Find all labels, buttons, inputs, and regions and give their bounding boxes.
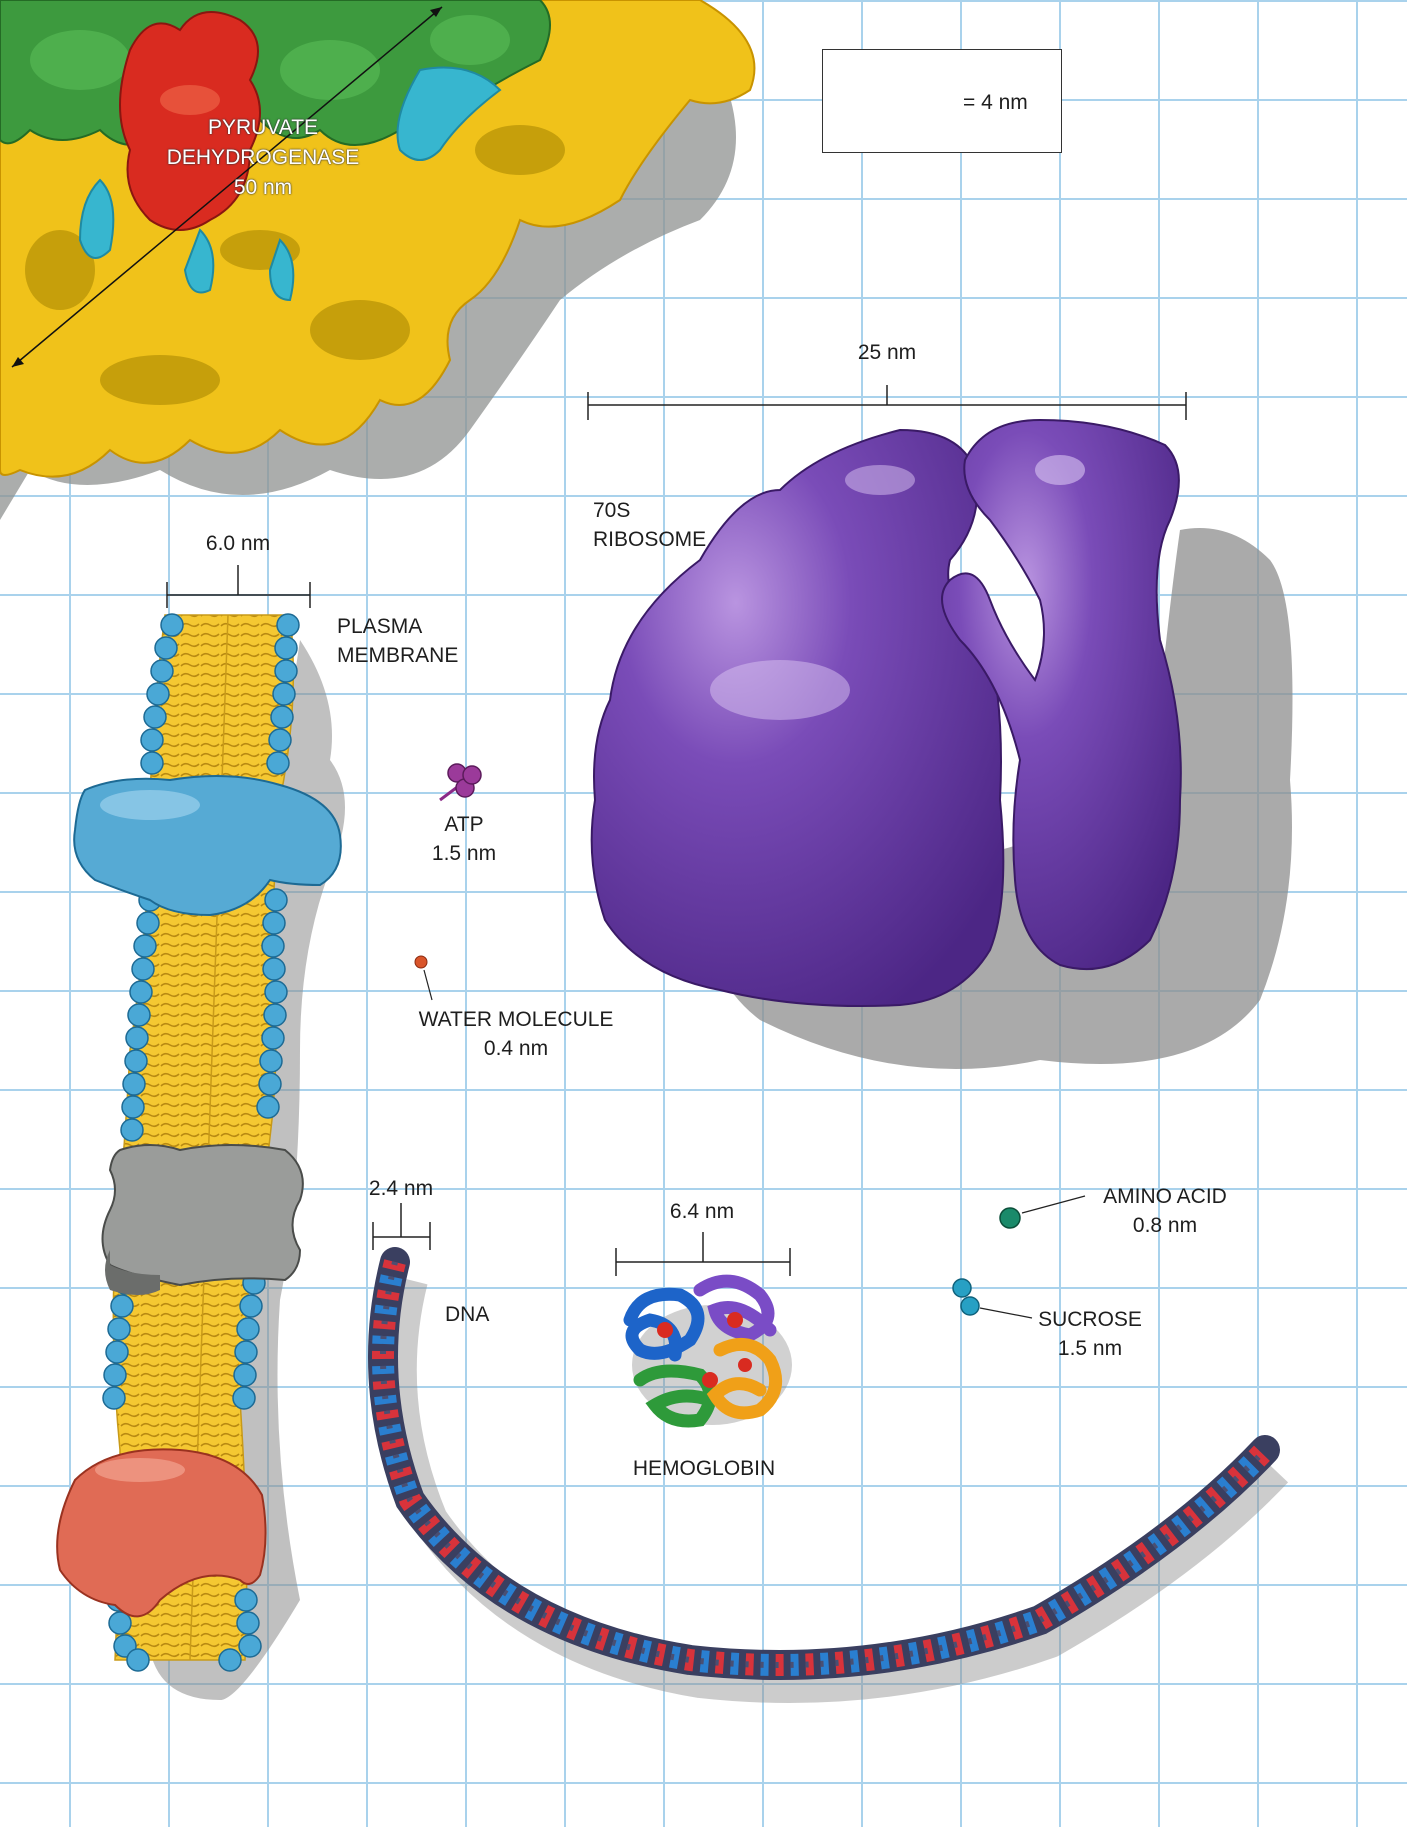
- ribosome-label: 70S RIBOSOME: [593, 496, 706, 554]
- amino-acid-label: AMINO ACID 0.8 nm: [1080, 1182, 1250, 1240]
- pyruvate-dehydrogenase-label: PYRUVATE DEHYDROGENASE 50 nm: [148, 113, 378, 203]
- hemoglobin-dimension-bar: [616, 1232, 790, 1276]
- atp-size: 1.5 nm: [414, 839, 514, 868]
- membrane-protein-gray: [103, 1145, 303, 1285]
- atp-molecule: [440, 764, 481, 800]
- hemoglobin-label: HEMOGLOBIN: [609, 1454, 799, 1483]
- sucrose-size: 1.5 nm: [1030, 1334, 1150, 1363]
- water-name: WATER MOLECULE: [396, 1005, 636, 1034]
- sucrose-name: SUCROSE: [1030, 1305, 1150, 1334]
- membrane-name-line2: MEMBRANE: [337, 641, 458, 670]
- amino-acid-molecule: [1000, 1196, 1085, 1228]
- sucrose-label: SUCROSE 1.5 nm: [1030, 1305, 1150, 1363]
- ribosome-dimension-bar: [588, 385, 1186, 420]
- hemoglobin-size-label: 6.4 nm: [657, 1197, 747, 1226]
- amino-acid-name: AMINO ACID: [1080, 1182, 1250, 1211]
- dna-dimension-bar: [373, 1203, 430, 1250]
- ribosome-name-line2: RIBOSOME: [593, 525, 706, 554]
- membrane-dimension-bar: [167, 565, 310, 608]
- pdh-name-line2: DEHYDROGENASE: [148, 143, 378, 173]
- membrane-name-line1: PLASMA: [337, 612, 458, 641]
- water-molecule-label: WATER MOLECULE 0.4 nm: [396, 1005, 636, 1063]
- atp-name: ATP: [414, 810, 514, 839]
- dna-label: DNA: [445, 1300, 489, 1329]
- atp-label: ATP 1.5 nm: [414, 810, 514, 868]
- water-size: 0.4 nm: [396, 1034, 636, 1063]
- plasma-membrane-model: [57, 614, 345, 1700]
- sucrose-molecule: [953, 1279, 1032, 1318]
- amino-acid-size: 0.8 nm: [1080, 1211, 1250, 1240]
- water-molecule: [415, 956, 432, 1000]
- hemoglobin-model: [630, 1281, 792, 1425]
- membrane-size-label: 6.0 nm: [198, 529, 278, 558]
- pdh-name-line1: PYRUVATE: [148, 113, 378, 143]
- ribosome-size-label: 25 nm: [847, 338, 927, 367]
- dna-size-label: 2.4 nm: [356, 1174, 446, 1203]
- pdh-size: 50 nm: [148, 173, 378, 203]
- plasma-membrane-label: PLASMA MEMBRANE: [337, 612, 458, 670]
- scale-legend-label: = 4 nm: [963, 88, 1028, 117]
- pyruvate-dehydrogenase-model: [0, 0, 754, 520]
- ribosome-name-line1: 70S: [593, 496, 706, 525]
